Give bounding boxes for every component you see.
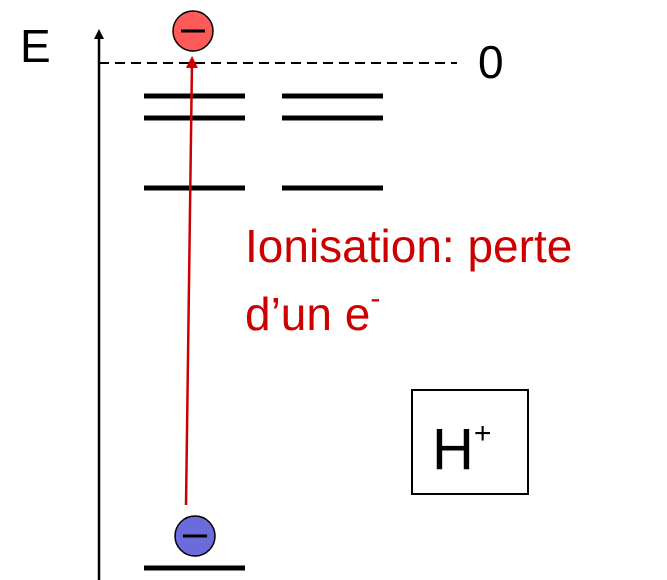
- ion-charge: +: [474, 417, 492, 450]
- annotation-electron-charge: -: [370, 282, 380, 315]
- ionization-annotation-line2: d’un e-: [245, 282, 380, 340]
- zero-energy-label: 0: [478, 36, 504, 88]
- ground-state-electron: [174, 515, 216, 557]
- ion-element: H: [432, 417, 474, 482]
- ionization-arrow: [184, 56, 198, 506]
- ion-box: [411, 389, 529, 495]
- annotation-electron-text: d’un e: [245, 288, 370, 340]
- energy-axis-label: E: [20, 20, 51, 72]
- ion-symbol: H+: [432, 417, 491, 482]
- ionization-annotation-line1: Ionisation: perte: [245, 220, 572, 272]
- ionized-electron: [172, 10, 214, 52]
